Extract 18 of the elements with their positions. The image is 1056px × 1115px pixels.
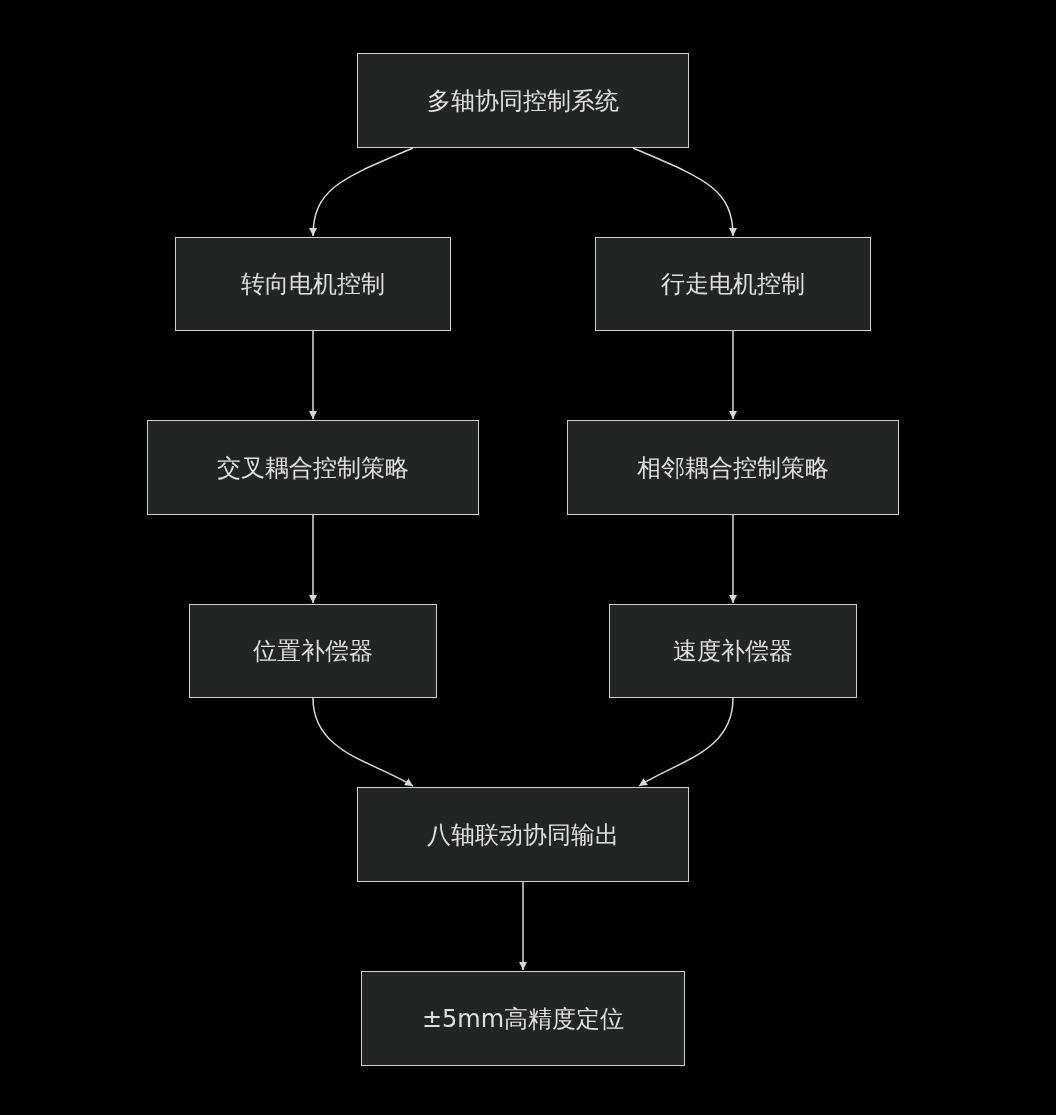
arrow: [309, 514, 317, 604]
arrow: [632, 147, 737, 237]
process-box: 多轴协同控制系统: [357, 53, 689, 148]
arrow: [729, 514, 737, 604]
process-box: 速度补偿器: [609, 604, 857, 698]
process-box: 转向电机控制: [175, 237, 451, 331]
arrow: [638, 697, 734, 787]
process-box: 行走电机控制: [595, 237, 871, 331]
arrow: [729, 330, 737, 420]
arrow: [309, 147, 414, 237]
process-box: ±5mm高精度定位: [361, 971, 685, 1066]
process-box: 交叉耦合控制策略: [147, 420, 479, 515]
arrow: [312, 697, 414, 787]
process-box: 位置补偿器: [189, 604, 437, 698]
process-box: 相邻耦合控制策略: [567, 420, 899, 515]
arrow: [309, 330, 317, 420]
process-box: 八轴联动协同输出: [357, 787, 689, 882]
arrow: [519, 881, 527, 971]
